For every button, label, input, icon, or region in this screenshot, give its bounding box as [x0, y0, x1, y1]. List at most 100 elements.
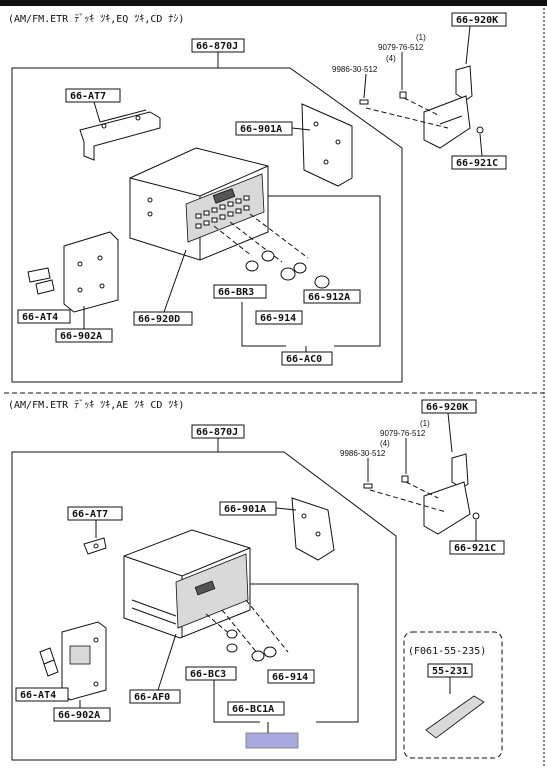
bracket-top-part-bottom — [83, 537, 107, 555]
section-top-header: (AM/FM.ETR ﾃﾞｯｷ ﾂｷ,EQ ﾂｷ,CD ﾅｼ) — [8, 13, 184, 25]
screw-b-qty-bottom: (4) — [380, 439, 390, 448]
assembly-dash — [213, 213, 309, 263]
screw-b-number-bottom: 9986-30-512 — [340, 449, 386, 458]
label-knob-small: 66-BR3 — [213, 284, 267, 299]
antenna-clip-label-bottom: 66-921C — [449, 540, 505, 555]
screw-part-bottom — [363, 475, 409, 489]
svg-text:66-AT4: 66-AT4 — [22, 312, 58, 323]
svg-text:66-BC3: 66-BC3 — [190, 669, 226, 680]
bracket-top-part — [79, 109, 161, 161]
svg-text:66-912A: 66-912A — [308, 292, 350, 303]
svg-text:66-920D: 66-920D — [138, 314, 180, 325]
kit-leader-2 — [241, 302, 286, 347]
label-bracket-top-bottom: 66-AT7 — [67, 506, 123, 521]
label-knob-set-bottom: 66-914 — [267, 669, 315, 684]
label-knob-small-bottom: 66-BC3 — [185, 666, 237, 681]
section-bottom: (AM/FM.ETR ﾃﾞｯｷ ﾂｷ,AE ﾂｷ CD ﾂｷ) 66-870J … — [8, 399, 505, 761]
radio-buttons — [195, 195, 250, 229]
leader — [291, 127, 311, 131]
svg-text:66-921C: 66-921C — [454, 543, 496, 554]
screw-leader-bottom — [369, 481, 447, 513]
label-bracket-left-bottom: 66-902A — [53, 707, 111, 722]
label-knob-set: 66-914 — [255, 310, 303, 325]
svg-text:66-901A: 66-901A — [240, 124, 282, 135]
svg-text:66-914: 66-914 — [272, 672, 308, 683]
label-bracket-left: 66-902A — [55, 328, 113, 343]
label-knob-kit: 66-AC0 — [281, 351, 333, 366]
antenna-part-bottom — [423, 453, 480, 535]
screw-part — [359, 91, 407, 105]
inset-part-shape — [425, 695, 485, 739]
svg-text:66-870J: 66-870J — [196, 427, 238, 438]
leader — [93, 101, 101, 123]
bracket-left-part-bottom — [39, 621, 107, 701]
label-knob-kit-bottom: 66-BC1A — [227, 701, 285, 716]
leader — [479, 133, 483, 157]
radio-unit-bottom — [123, 529, 251, 639]
screw-leader — [365, 97, 449, 129]
screw-a-number: 9079-76-512 — [378, 43, 424, 52]
bracket-right-part-bottom — [291, 497, 335, 561]
svg-text:66-902A: 66-902A — [58, 710, 100, 721]
label-bracket-right-bottom: 66-901A — [219, 501, 277, 516]
highlight-bar — [245, 732, 299, 749]
label-knob-pair: 66-912A — [303, 289, 361, 304]
svg-text:66-BC1A: 66-BC1A — [232, 704, 274, 715]
svg-text:66-AF0: 66-AF0 — [134, 692, 170, 703]
svg-text:66-902A: 66-902A — [60, 331, 102, 342]
knob-parts-bottom — [226, 629, 277, 662]
label-inset-part: 55-231 — [427, 663, 473, 678]
antenna-label-bottom: 66-920K — [421, 399, 477, 414]
label-side-plate-bottom: 66-AT4 — [15, 687, 69, 702]
svg-text:66-AT4: 66-AT4 — [20, 690, 56, 701]
leader — [363, 73, 367, 99]
screw-a-number-bottom: 9079-76-512 — [380, 429, 426, 438]
section-bottom-header: (AM/FM.ETR ﾃﾞｯｷ ﾂｷ,AE ﾂｷ CD ﾂｷ) — [8, 399, 184, 411]
svg-text:66-BR3: 66-BR3 — [218, 287, 254, 298]
label-panel: 66-920D — [133, 311, 193, 326]
section-top: (AM/FM.ETR ﾃﾞｯｷ ﾂｷ,EQ ﾂｷ,CD ﾅｼ) 66-870J … — [8, 12, 507, 383]
label-assy-bottom: 66-870J — [191, 424, 245, 439]
label-front-panel: 66-AF0 — [129, 689, 181, 704]
svg-text:66-AT7: 66-AT7 — [72, 509, 108, 520]
label-assy: 66-870J — [191, 38, 245, 53]
assembly-outline-bottom — [11, 451, 397, 761]
leader — [163, 249, 187, 313]
bracket-right-part — [301, 103, 353, 187]
kit-leader-bottom-2 — [213, 680, 260, 723]
antenna-clip-label: 66-921C — [451, 155, 507, 170]
label-side-plate: 66-AT4 — [17, 309, 71, 324]
svg-text:66-920K: 66-920K — [426, 402, 468, 413]
knob-parts — [245, 250, 330, 289]
leader — [275, 507, 297, 511]
inset-model: (F061-55-235) — [408, 646, 486, 657]
svg-text:66-870J: 66-870J — [196, 41, 238, 52]
svg-text:55-231: 55-231 — [432, 666, 468, 677]
leader — [157, 633, 177, 691]
leader — [447, 412, 453, 453]
label-bracket-top: 66-AT7 — [65, 88, 121, 103]
svg-text:66-920K: 66-920K — [456, 15, 498, 26]
inset-box: (F061-55-235) 55-231 — [403, 631, 503, 759]
label-bracket-right: 66-901A — [235, 121, 293, 136]
screw-a-qty-bottom: (1) — [420, 419, 430, 428]
screw-b-number: 9986-30-512 — [332, 65, 378, 74]
assembly-outline — [11, 67, 403, 383]
top-band-right — [300, 0, 547, 3]
leader — [465, 25, 471, 65]
bracket-left-part — [27, 231, 119, 313]
svg-text:66-AT7: 66-AT7 — [70, 91, 106, 102]
antenna-label: 66-920K — [451, 12, 507, 27]
screw-b-qty: (4) — [386, 54, 396, 63]
top-band — [0, 0, 547, 6]
radio-unit — [129, 147, 269, 261]
svg-text:66-901A: 66-901A — [224, 504, 266, 515]
svg-text:66-AC0: 66-AC0 — [286, 354, 322, 365]
svg-text:66-921C: 66-921C — [456, 158, 498, 169]
kit-leader-bottom — [250, 583, 359, 723]
kit-leader — [268, 195, 381, 347]
screw-a-qty: (1) — [416, 33, 426, 42]
svg-text:66-914: 66-914 — [260, 313, 296, 324]
antenna-part — [423, 65, 484, 149]
